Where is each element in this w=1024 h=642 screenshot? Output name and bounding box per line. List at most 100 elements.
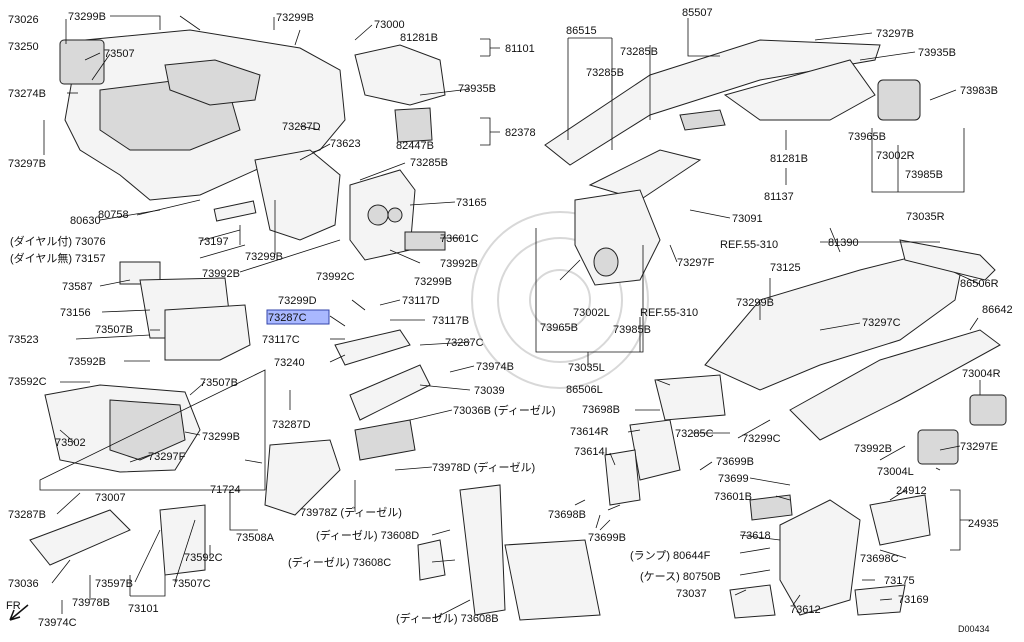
part-label: 73699B	[588, 532, 626, 544]
part-label: 86506L	[566, 384, 603, 396]
part-label: 73117C	[262, 334, 300, 346]
part-label: 82378	[505, 127, 536, 139]
part-label: 73502	[55, 437, 86, 449]
part-label: 73297C	[862, 317, 901, 329]
label-highlighted: 73287C	[445, 337, 484, 349]
part-label: 86642	[982, 304, 1013, 316]
part-label: 73117D	[402, 295, 440, 307]
part-label: 73507	[104, 48, 135, 60]
watermark-emblem	[471, 211, 649, 389]
part-label: 73091	[732, 213, 763, 225]
part-label: 73935B	[918, 47, 956, 59]
part-label: 73299D	[278, 295, 317, 307]
part-label: 73004R	[962, 368, 1001, 380]
part-label: 73698C	[860, 553, 899, 565]
part-label: 81137	[764, 191, 794, 203]
part-label: 73039	[474, 385, 505, 397]
part-label: 81390	[828, 237, 859, 249]
part-label: 73992B	[202, 268, 240, 280]
part-label: 73523	[8, 334, 39, 346]
part-label: 73165	[456, 197, 487, 209]
part-label: (ランプ) 80644F	[630, 549, 711, 562]
part-label: 73992B	[440, 258, 478, 270]
part-label: 73035R	[906, 211, 945, 223]
front-arrow	[9, 604, 29, 621]
part-label: 73612	[790, 604, 821, 616]
part-label: 73250	[8, 41, 39, 53]
part-label: 73299B	[202, 431, 240, 443]
part-label: 73287D	[272, 419, 311, 431]
part-label: REF.55-310	[720, 239, 778, 251]
part-label: 73117B	[432, 315, 469, 327]
part-label: 73240	[274, 357, 305, 369]
part-label: 81281B	[770, 153, 808, 165]
part-label: 73297B	[8, 158, 46, 170]
part-label: 73978B	[72, 597, 110, 609]
part-label: 73004L	[877, 466, 914, 478]
part-label: 73285C	[675, 428, 714, 440]
part-label: 73197	[198, 236, 229, 248]
part-label: 71724	[210, 484, 241, 496]
part-label: 82447B	[396, 140, 434, 152]
part-label: 73036B (ディーゼル)	[453, 403, 556, 417]
part-label: 73000	[374, 19, 405, 31]
part-label: 73285B	[620, 46, 658, 58]
part-label: 73935B	[458, 83, 496, 95]
part-label: 80630	[70, 215, 101, 227]
part-label: 73299B	[736, 297, 774, 309]
part-label: 86506R	[960, 278, 999, 290]
part-label: 73965B	[848, 131, 886, 143]
part-label: 73002R	[876, 150, 915, 162]
part-label: 73978Z (ディーゼル)	[300, 505, 402, 519]
label-highlighted: 73287C	[268, 312, 307, 324]
front-label: FR	[6, 600, 21, 612]
leader-lines	[39, 15, 981, 619]
part-label: 73299B	[276, 12, 314, 24]
part-label: 85507	[682, 7, 713, 19]
part-label: 73274B	[8, 88, 46, 100]
part-label: (ケース) 80750B	[640, 570, 721, 583]
parts-shapes	[29, 29, 1007, 621]
part-label: 86515	[566, 25, 597, 37]
part-label: 73592B	[68, 356, 106, 368]
part-label: 81281B	[400, 32, 438, 44]
part-label: 73125	[770, 262, 801, 274]
part-label: 73036	[8, 578, 39, 590]
part-label: 73287B	[8, 509, 46, 521]
part-label: 73297B	[876, 28, 914, 40]
part-label: 73983B	[960, 85, 998, 97]
part-label: 73101	[128, 603, 159, 615]
part-label: 73507B	[95, 324, 133, 336]
part-label: 73002L	[573, 307, 610, 319]
part-label: REF.55-310	[640, 307, 698, 319]
part-label: 73592C	[184, 552, 223, 564]
part-label: 73297E	[960, 441, 998, 453]
part-label: 73299B	[68, 11, 106, 23]
part-label: 73965B	[540, 322, 578, 334]
part-label: (ダイヤル無) 73157	[10, 251, 106, 265]
part-label: 80758	[98, 209, 129, 221]
part-label: 73699B	[716, 456, 754, 468]
part-label: 73175	[884, 575, 915, 587]
part-label: 73587	[62, 281, 93, 293]
part-label: 73698B	[582, 404, 620, 416]
part-label: 73597B	[95, 578, 133, 590]
part-label: 73508A	[236, 532, 275, 544]
part-label: 24935	[968, 518, 999, 530]
part-label: 73985B	[613, 324, 651, 336]
part-label: 73985B	[905, 169, 943, 181]
part-label: 73299C	[742, 433, 781, 445]
part-label: 73287D	[282, 121, 321, 133]
part-label: 73507C	[172, 578, 211, 590]
part-label: 73037	[676, 588, 707, 600]
part-label: 73299B	[245, 251, 283, 263]
part-label: 73698B	[548, 509, 586, 521]
part-label: 73974C	[38, 617, 77, 629]
part-label: 73992B	[854, 443, 892, 455]
part-label: 73156	[60, 307, 91, 319]
part-label: 73297F	[677, 257, 715, 269]
part-label: (ダイヤル付) 73076	[10, 234, 106, 248]
part-label: 81101	[505, 43, 535, 55]
